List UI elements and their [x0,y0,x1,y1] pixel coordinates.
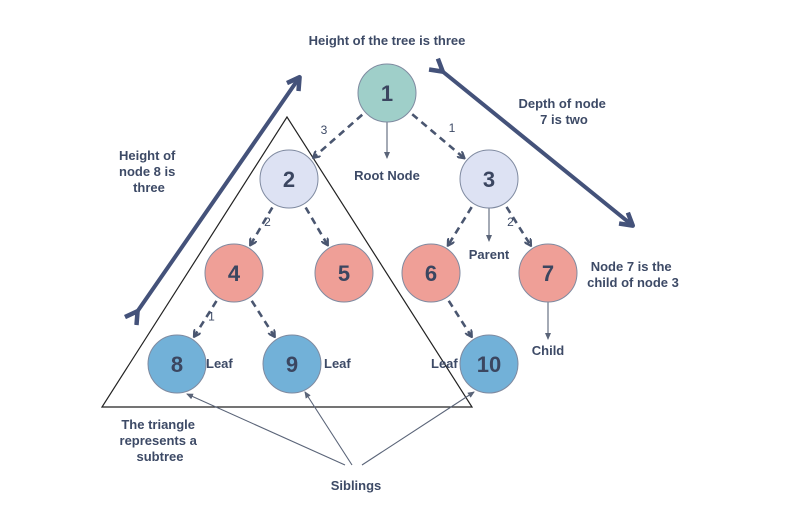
node-2-label: 2 [283,167,295,192]
node-6-circle [401,243,461,303]
edge-2-5 [304,206,328,244]
child-of-label: Node 7 is the child of node 3 [587,259,679,290]
node-9-label: 9 [286,352,298,377]
node-10-circle [459,334,519,394]
sibling-pointer-9 [304,391,353,466]
siblings-label: Siblings [331,478,382,493]
node-7: 7 [518,243,578,303]
node-5-circle [314,243,374,303]
node-1-label: 1 [381,81,393,106]
node-2: 2 [259,149,319,209]
node-4-label: 4 [228,261,241,286]
leaf-label-10: Leaf [431,356,458,371]
parent-label: Parent [469,247,510,262]
node-9: 9 [262,334,322,394]
root-node-label: Root Node [354,168,420,183]
node-6: 6 [401,243,461,303]
edge-3-6 [448,206,473,245]
diagram-title: Height of the tree is three [309,33,466,48]
height-double-arrow [137,78,299,312]
node-9-circle [262,334,322,394]
sibling-pointer-8 [186,393,346,466]
edge-label-2-4: 2 [264,215,271,229]
node-8-label: 8 [171,352,183,377]
edge-4-8 [195,300,218,336]
leaf-label-9: Leaf [324,356,351,371]
depth-node7-label: Depth of node 7 is two [518,96,609,127]
node-4: 4 [204,243,264,303]
edge-4-9 [250,300,275,336]
edge-label-4-8: 1 [208,310,215,324]
node-1-circle [357,63,417,123]
node-7-label: 7 [542,261,554,286]
node-3-label: 3 [483,167,495,192]
node-5-label: 5 [338,261,350,286]
node-8-circle [147,334,207,394]
node-10: 10 [459,334,519,394]
node-7-circle [518,243,578,303]
edge-label-3-7: 2 [507,215,514,229]
edge-label-1-3: 1 [449,121,456,135]
node-8: 8 [147,334,207,394]
child-label: Child [532,343,565,358]
height-node8-label: Height of node 8 is three [119,148,179,195]
node-3: 3 [459,149,519,209]
edge-label-1-2: 3 [321,123,328,137]
edge-1-3 [411,113,464,157]
node-6-label: 6 [425,261,437,286]
leaf-label-8: Leaf [206,356,233,371]
node-3-circle [459,149,519,209]
depth-double-arrow [442,71,632,225]
node-1: 1 [357,63,417,123]
tree-nodes: 1 2 3 4 5 6 7 8 9 10 [147,63,578,394]
node-4-circle [204,243,264,303]
edge-3-7 [505,206,531,245]
node-5: 5 [314,243,374,303]
node-2-circle [259,149,319,209]
tree-edges: 3 1 2 2 1 [195,113,531,336]
edge-1-2 [314,113,364,157]
triangle-label: The triangle represents a subtree [120,417,201,464]
sibling-pointer-10 [361,391,475,466]
node-10-label: 10 [477,352,501,377]
edge-6-10 [447,300,472,336]
